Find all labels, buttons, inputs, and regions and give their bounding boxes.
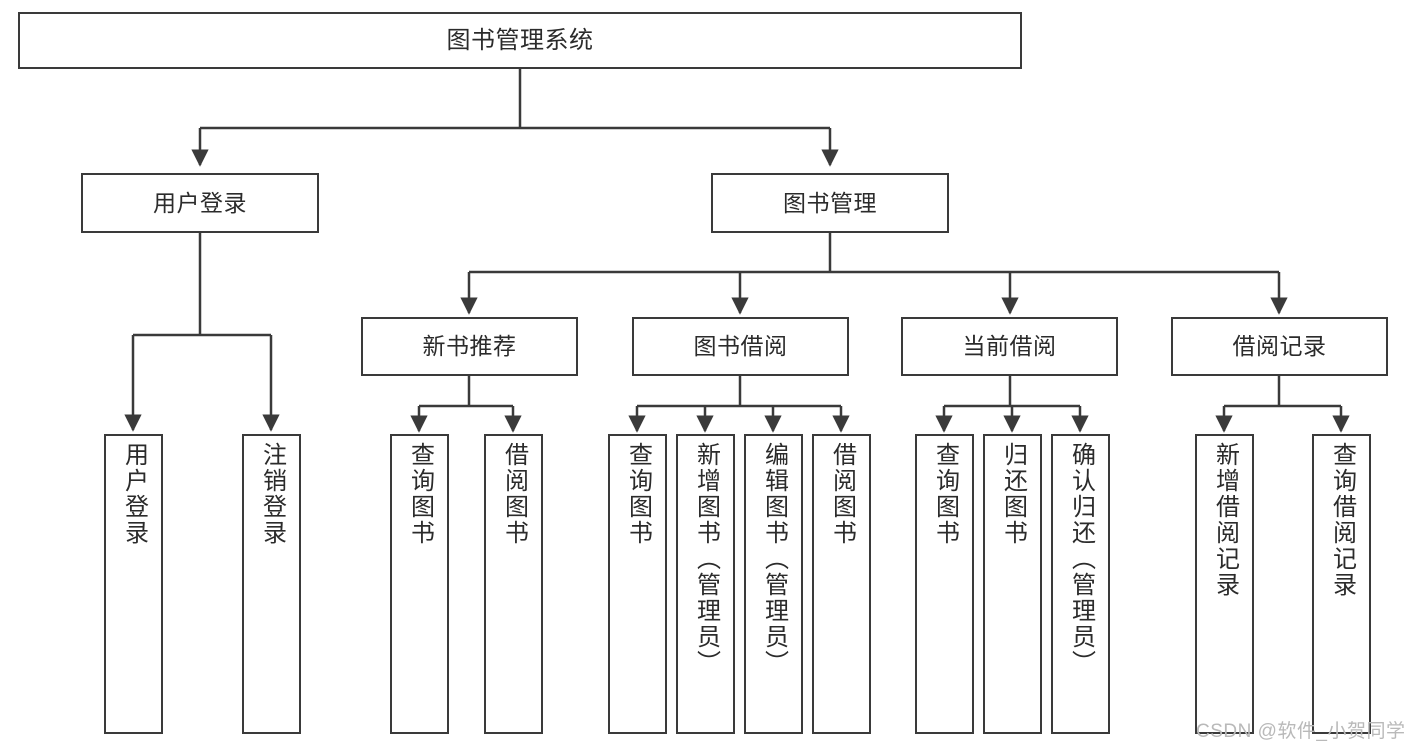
node-label: 查询图书: [406, 442, 434, 546]
node-leaf-borrow-book-2[interactable]: 借阅图书: [812, 434, 871, 734]
node-leaf-query-book-2[interactable]: 查询图书: [608, 434, 667, 734]
node-label: 新书推荐: [422, 333, 517, 360]
node-label: 借阅记录: [1232, 333, 1327, 360]
node-label: 注销登录: [258, 442, 286, 546]
node-label: 当前借阅: [962, 333, 1057, 360]
node-new-book-recommend[interactable]: 新书推荐: [361, 317, 578, 376]
node-label: 确认归还（管理员）: [1067, 442, 1095, 676]
node-label: 借阅图书: [828, 442, 856, 546]
node-label: 用户登录: [120, 442, 148, 546]
node-label: 图书管理: [783, 189, 877, 216]
node-label: 查询图书: [624, 442, 652, 546]
node-leaf-add-record[interactable]: 新增借阅记录: [1195, 434, 1254, 734]
node-leaf-add-book[interactable]: 新增图书（管理员）: [676, 434, 735, 734]
node-label: 查询图书: [931, 442, 959, 546]
node-leaf-query-book-3[interactable]: 查询图书: [915, 434, 974, 734]
node-leaf-user-login[interactable]: 用户登录: [104, 434, 163, 734]
node-leaf-query-record[interactable]: 查询借阅记录: [1312, 434, 1371, 734]
node-leaf-edit-book[interactable]: 编辑图书（管理员）: [744, 434, 803, 734]
node-book-manage[interactable]: 图书管理: [711, 173, 949, 233]
node-label: 借阅图书: [500, 442, 528, 546]
node-label: 查询借阅记录: [1328, 442, 1356, 598]
node-label: 编辑图书（管理员）: [760, 442, 788, 676]
node-leaf-logout[interactable]: 注销登录: [242, 434, 301, 734]
watermark: CSDN @软件_小贺同学: [1196, 721, 1405, 742]
node-book-borrow[interactable]: 图书借阅: [632, 317, 849, 376]
node-label: 新增图书（管理员）: [692, 442, 720, 676]
node-leaf-return-book[interactable]: 归还图书: [983, 434, 1042, 734]
node-borrow-record[interactable]: 借阅记录: [1171, 317, 1388, 376]
node-label: 图书管理系统: [446, 26, 594, 54]
node-label: 新增借阅记录: [1211, 442, 1239, 598]
node-leaf-query-book-1[interactable]: 查询图书: [390, 434, 449, 734]
node-label: 图书借阅: [693, 333, 788, 360]
node-root[interactable]: 图书管理系统: [18, 12, 1022, 69]
node-label: 用户登录: [153, 189, 247, 216]
node-current-borrow[interactable]: 当前借阅: [901, 317, 1118, 376]
node-leaf-borrow-book-1[interactable]: 借阅图书: [484, 434, 543, 734]
node-user-login[interactable]: 用户登录: [81, 173, 319, 233]
node-leaf-confirm-return[interactable]: 确认归还（管理员）: [1051, 434, 1110, 734]
node-label: 归还图书: [999, 442, 1027, 546]
